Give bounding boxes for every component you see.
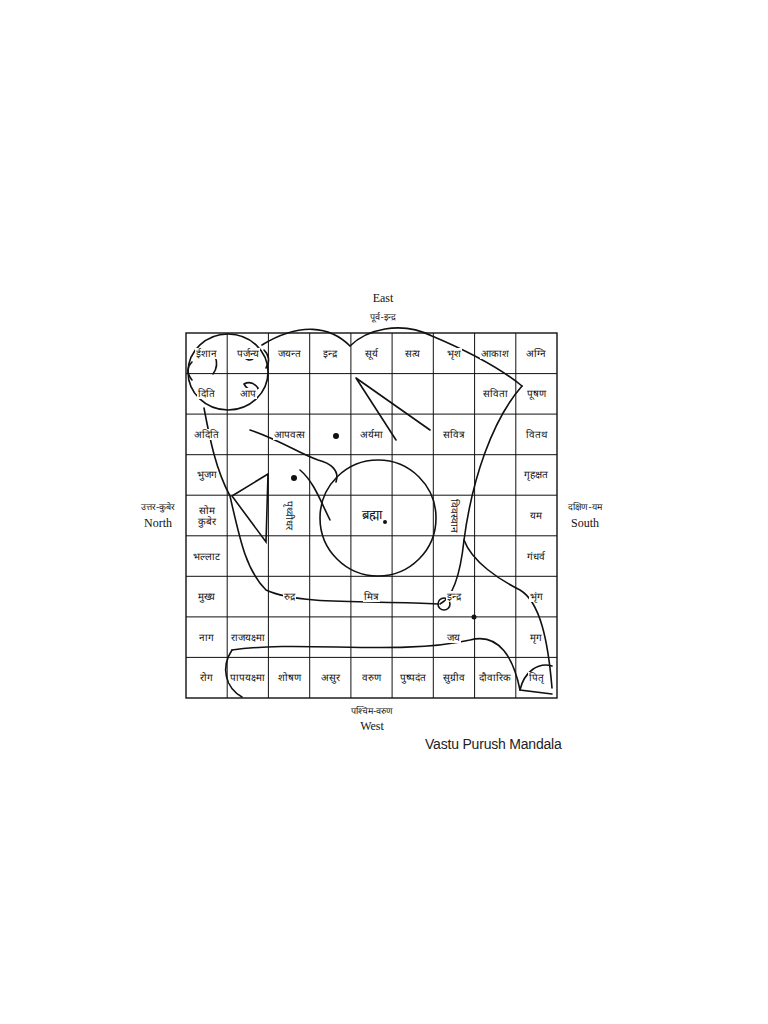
- deity-label: अग्नि: [525, 348, 547, 359]
- grid: [186, 333, 557, 698]
- deity-label: सोम कुबेर: [188, 505, 225, 527]
- deity-label: यम: [529, 510, 543, 521]
- deity-label: भुजग: [196, 469, 218, 480]
- deity-label: विवस्वान: [448, 498, 459, 534]
- deity-label: अर्यमा: [359, 429, 384, 440]
- deity-label: सवित्र: [442, 429, 466, 440]
- figure-caption: Vastu Purush Mandala: [425, 736, 562, 752]
- deity-label: असुर: [320, 672, 341, 683]
- deity-label: दिति: [197, 388, 216, 399]
- deity-label: राजयक्ष्मा: [230, 632, 266, 643]
- deity-label: सूर्य: [364, 348, 379, 359]
- deity-label: गृहक्षत: [523, 469, 549, 480]
- deity-label: इन्द्र: [446, 591, 462, 602]
- direction-label: North: [143, 517, 173, 530]
- deity-label: जयन्त: [277, 348, 302, 359]
- deity-label: मित्र: [363, 591, 380, 602]
- direction-label: पश्चिम-वरुण: [350, 707, 394, 717]
- figure-dots: [291, 433, 477, 620]
- deity-label: पुष्पदंत: [399, 672, 427, 683]
- direction-label: West: [359, 720, 385, 733]
- deity-label: मृग: [529, 632, 543, 643]
- deity-label: पापयक्ष्मा: [229, 672, 266, 683]
- brahma-label: ब्रह्मा: [361, 508, 383, 522]
- direction-label: दक्षिण-यम: [567, 503, 602, 513]
- deity-label: मुख्य: [197, 591, 216, 602]
- deity-label: दौवारिक: [478, 672, 512, 683]
- deity-label: शोषण: [277, 672, 302, 683]
- deity-label: भृंग: [529, 591, 544, 602]
- purusha-figure: [188, 328, 552, 697]
- deity-label: ईशान: [195, 348, 218, 359]
- deity-label: इन्द्र: [322, 348, 338, 359]
- direction-label: उत्तर-कुबेर: [140, 503, 176, 513]
- direction-label: South: [570, 517, 600, 530]
- deity-label: भृश: [446, 348, 462, 359]
- deity-label: पितृ: [528, 672, 545, 683]
- deity-label: जय: [446, 632, 461, 643]
- deity-label: आपवत्स: [273, 429, 306, 440]
- deity-label: सत्य: [404, 348, 421, 359]
- deity-label: रुद्र: [283, 591, 296, 602]
- deity-label: पूषण: [526, 388, 547, 399]
- deity-label: सविता: [482, 388, 509, 399]
- deity-label: रोग: [199, 672, 214, 683]
- deity-label: सुग्रीव: [442, 672, 466, 683]
- deity-label: आकाश: [480, 348, 510, 359]
- deity-label: भल्लाट: [192, 551, 221, 562]
- deity-label: पृथ्वीधर: [284, 500, 295, 531]
- deity-label: नाग: [198, 632, 215, 643]
- deity-label: आप: [239, 388, 257, 399]
- deity-label: वितथ: [525, 429, 548, 440]
- direction-label: East: [372, 292, 395, 305]
- direction-label: पूर्व-इन्द्र: [369, 313, 396, 323]
- deity-label: गंधर्व: [526, 551, 546, 562]
- deity-label: वरुण: [361, 672, 382, 683]
- deity-label: अदिति: [193, 429, 220, 440]
- deity-label: पर्जन्य: [236, 348, 260, 359]
